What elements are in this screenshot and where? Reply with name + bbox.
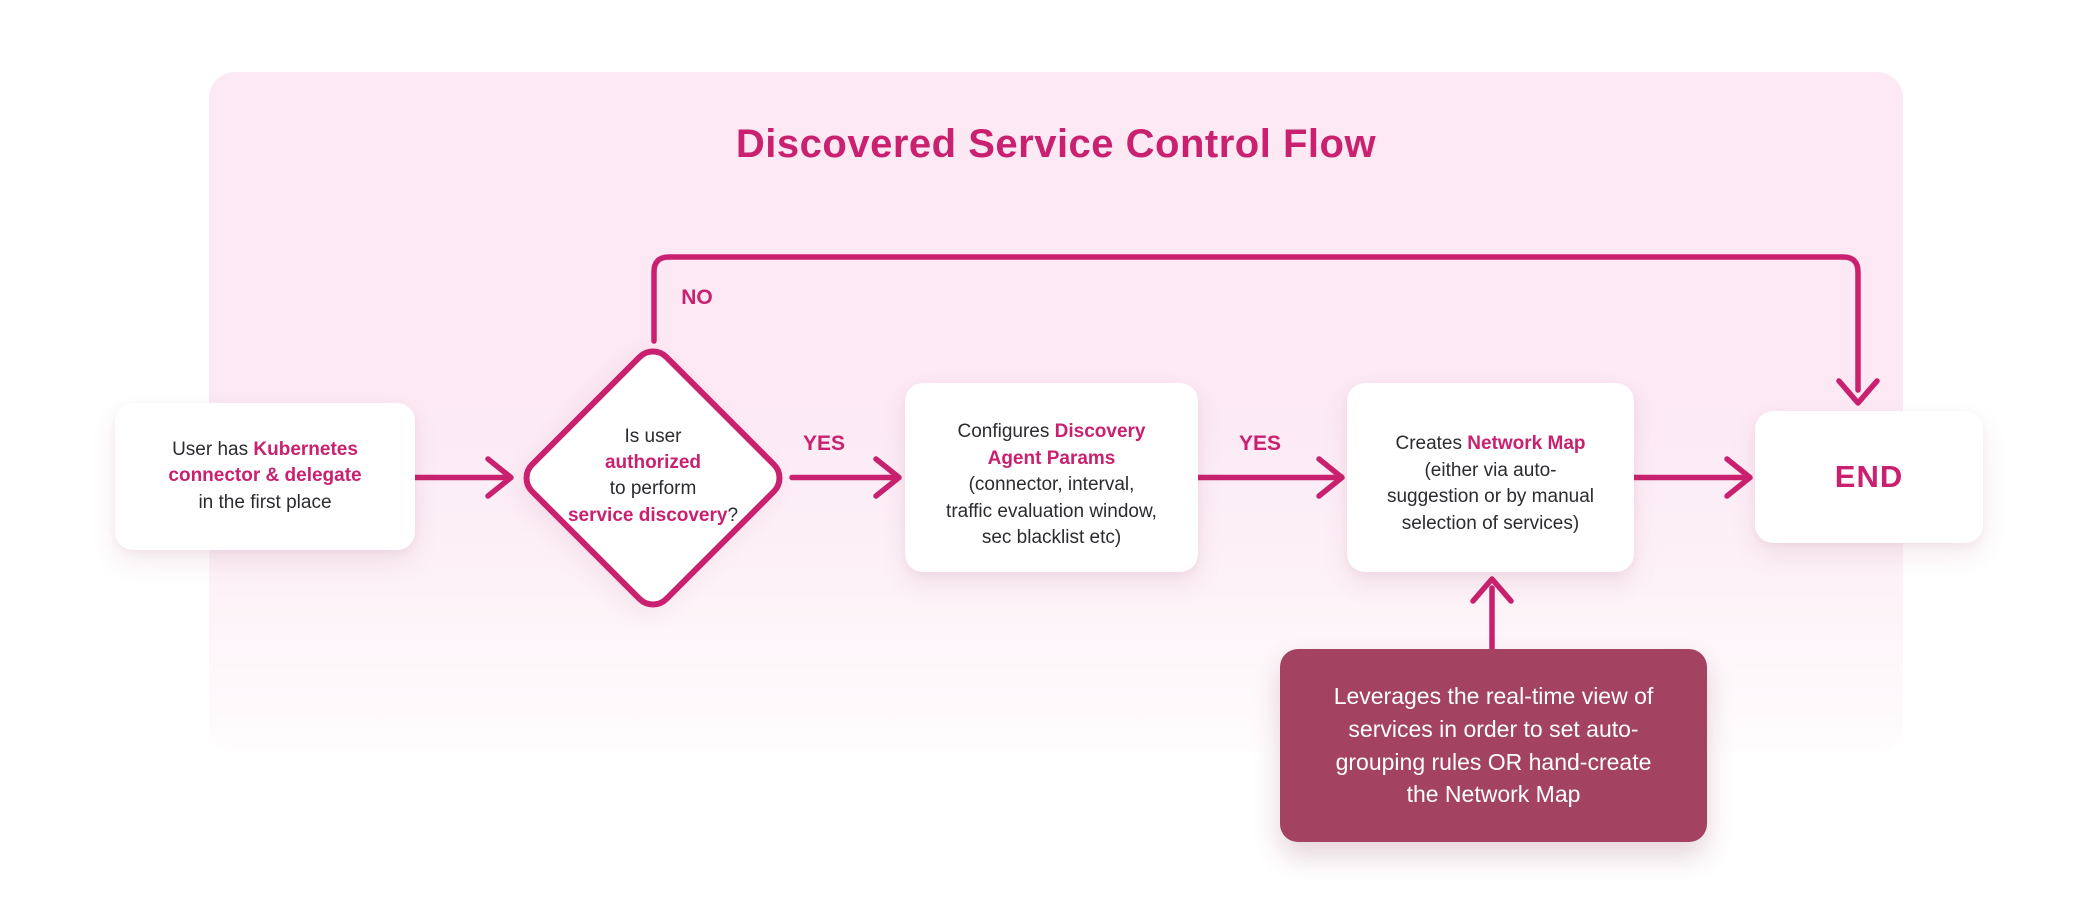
note-line4: the Network Map	[1406, 781, 1581, 808]
node-start-line1: User has Kubernetes	[172, 438, 358, 460]
edge-label-no: NO	[681, 286, 713, 309]
decision-line2: authorized	[604, 452, 702, 474]
node-start-kubernetes-connector: User has Kubernetes connector & delegate…	[115, 403, 415, 550]
note-line2: services in order to set auto-	[1348, 715, 1639, 742]
node-creates-network-map: Creates Network Map (either via auto- su…	[1347, 383, 1634, 572]
node-configure-line5: sec blacklist etc)	[981, 527, 1122, 549]
node-configure-line4: traffic evaluation window,	[946, 500, 1157, 522]
decision-line3: to perform	[609, 478, 697, 500]
node-create-line1: Creates Network Map	[1395, 433, 1586, 454]
node-configure-line3: (connector, interval,	[968, 474, 1135, 496]
edge-label-yes-decision: YES	[802, 432, 846, 455]
node-configure-line1: Configures Discovery	[957, 421, 1146, 442]
edge-label-yes-configure: YES	[1238, 432, 1282, 455]
note-leverages-realtime-view: Leverages the real-time view of services…	[1280, 649, 1707, 842]
node-start-line3: in the first place	[198, 491, 332, 513]
note-line1: Leverages the real-time view of	[1333, 682, 1654, 709]
node-start-line2: connector & delegate	[168, 465, 362, 487]
decision-diamond-label: Is user authorized to perform service di…	[533, 424, 773, 529]
node-create-line4: selection of services)	[1401, 512, 1580, 534]
node-configure-line2: Agent Params	[987, 447, 1116, 469]
diagram-title: Discovered Service Control Flow	[735, 122, 1377, 166]
decision-line1: Is user	[624, 426, 682, 447]
node-create-line2: (either via auto-	[1424, 459, 1557, 481]
note-line3: grouping rules OR hand-create	[1335, 748, 1652, 775]
node-configure-discovery-agent-params: Configures Discovery Agent Params (conne…	[905, 383, 1198, 572]
node-create-line3: suggestion or by manual	[1386, 486, 1594, 508]
decision-line4: service discovery?	[567, 504, 739, 526]
node-end: END	[1755, 411, 1983, 543]
